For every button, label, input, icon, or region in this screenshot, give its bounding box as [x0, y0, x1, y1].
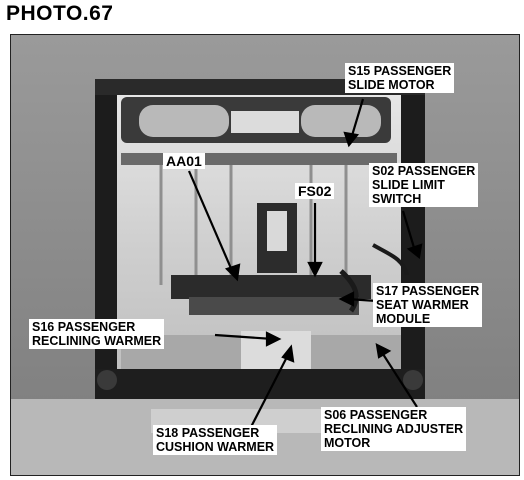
callout-s06-passenger-reclining-adjuster-motor: S06 PASSENGER RECLINING ADJUSTER MOTOR [321, 407, 467, 451]
callout-s02-line3: SWITCH [372, 192, 422, 206]
callout-s02-line2: SLIDE LIMIT [372, 178, 445, 192]
callout-s16-line2: RECLINING WARMER [32, 334, 162, 348]
leader-lines [187, 98, 423, 428]
callout-s18-line2: CUSHION WARMER [156, 440, 275, 454]
callout-s17-line3: MODULE [376, 312, 431, 326]
callout-s06-line1: S06 PASSENGER [324, 408, 428, 422]
photo-title: PHOTO.67 [6, 2, 114, 25]
callout-s16-line1: S16 PASSENGER [32, 320, 136, 334]
callout-aa01: AA01 [163, 153, 205, 169]
callout-fs02-line1: FS02 [298, 183, 332, 199]
callout-s17-line1: S17 PASSENGER [376, 284, 480, 298]
callout-s16-passenger-reclining-warmer: S16 PASSENGER RECLINING WARMER [29, 319, 165, 349]
callout-s18-passenger-cushion-warmer: S18 PASSENGER CUSHION WARMER [153, 425, 278, 455]
seat-photo: S15 PASSENGER SLIDE MOTOR AA01 FS02 S02 … [10, 34, 520, 476]
callout-s06-line3: MOTOR [324, 436, 371, 450]
seat-frame-image [11, 35, 519, 475]
callout-s18-line1: S18 PASSENGER [156, 426, 260, 440]
callout-s15-line1: S15 PASSENGER [348, 64, 452, 78]
callout-s15-line2: SLIDE MOTOR [348, 78, 435, 92]
callout-s06-line2: RECLINING ADJUSTER [324, 422, 464, 436]
callout-fs02: FS02 [295, 183, 335, 199]
callout-s02-line1: S02 PASSENGER [372, 164, 476, 178]
callout-s02-passenger-slide-limit-switch: S02 PASSENGER SLIDE LIMIT SWITCH [369, 163, 479, 207]
callout-s17-line2: SEAT WARMER [376, 298, 469, 312]
callout-s15-passenger-slide-motor: S15 PASSENGER SLIDE MOTOR [345, 63, 455, 93]
callout-aa01-line1: AA01 [166, 153, 202, 169]
callout-s17-passenger-seat-warmer-module: S17 PASSENGER SEAT WARMER MODULE [373, 283, 483, 327]
